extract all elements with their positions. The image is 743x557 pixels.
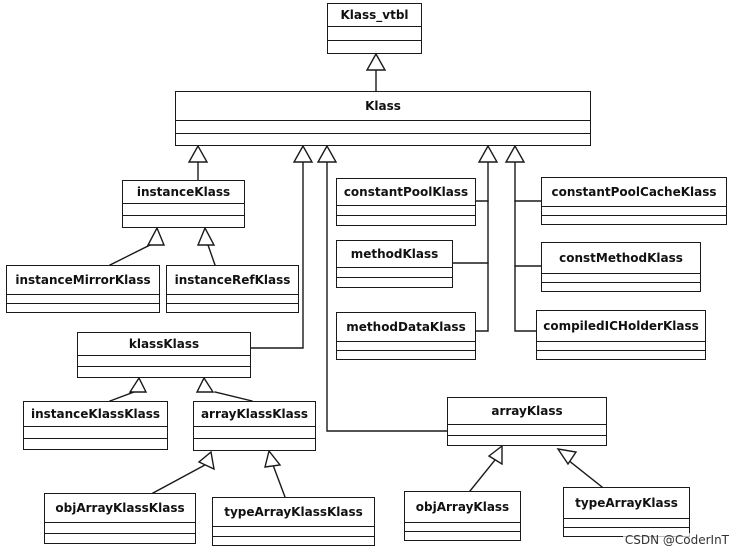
class-name: compiledICHolderKlass — [537, 311, 705, 342]
edge-mirror-to-instanceklass — [109, 244, 151, 266]
class-const-method-klass: constMethodKlass — [541, 242, 701, 292]
class-method-klass: methodKlass — [336, 240, 453, 288]
class-method-data-klass: methodDataKlass — [336, 312, 476, 360]
class-name: constMethodKlass — [542, 243, 700, 274]
arrow-typearrayklass — [556, 448, 578, 466]
arrow-left-bus — [477, 144, 499, 163]
edge-left-bus — [475, 200, 489, 332]
class-name: objArrayKlass — [405, 492, 520, 523]
class-name: Klass — [176, 92, 590, 121]
class-name: methodDataKlass — [337, 313, 475, 342]
class-name: arrayKlass — [448, 398, 606, 425]
edge-oak-to-arrayklass — [469, 459, 496, 492]
class-name: objArrayKlassKlass — [45, 494, 195, 523]
class-name: instanceMirrorKlass — [7, 266, 159, 295]
class-name: instanceRefKlass — [167, 266, 298, 295]
class-name: methodKlass — [337, 241, 452, 268]
class-array-klass-klass: arrayKlassKlass — [193, 401, 316, 451]
edge-tak-to-arrayklass — [567, 459, 603, 488]
arrow-right-bus — [504, 144, 526, 163]
class-name: typeArrayKlass — [564, 488, 689, 519]
arrow-objarrayklass — [487, 444, 503, 466]
arrow-instanceklass — [187, 144, 209, 163]
edge-klassklass-to-klass — [249, 161, 304, 349]
watermark: CSDN @CoderInT — [622, 533, 731, 547]
class-klass-klass: klassKlass — [77, 332, 251, 378]
class-type-array-klass-klass: typeArrayKlassKlass — [212, 497, 375, 546]
class-name: constantPoolKlass — [337, 179, 475, 206]
class-name: klassKlass — [78, 333, 250, 356]
class-compiled-ic-holder-klass: compiledICHolderKlass — [536, 310, 706, 360]
class-obj-array-klass-klass: objArrayKlassKlass — [44, 493, 196, 544]
edge-aklassklass-to-klassklass — [214, 391, 253, 402]
class-array-klass: arrayKlass — [447, 397, 607, 446]
arrow-instancemirror — [146, 226, 166, 246]
class-klass: Klass — [175, 91, 591, 146]
class-constant-pool-klass: constantPoolKlass — [336, 178, 476, 226]
edge-takk-to-akk — [272, 464, 286, 498]
arrow-aklassklass — [195, 376, 215, 393]
class-name: arrayKlassKlass — [194, 402, 315, 427]
edge-ref-to-instanceklass — [207, 244, 216, 266]
edge-arrayklass-to-klass — [326, 161, 448, 432]
arrow-instanceref — [196, 226, 216, 246]
class-type-array-klass: typeArrayKlass — [563, 487, 690, 537]
class-name: constantPoolCacheKlass — [542, 178, 726, 207]
class-instance-klass-klass: instanceKlassKlass — [23, 401, 168, 450]
class-name: typeArrayKlassKlass — [213, 498, 374, 527]
arrow-objarrayklassklass — [197, 450, 215, 471]
edge-iklassklass-to-klassklass — [109, 391, 135, 402]
class-constant-pool-cache-klass: constantPoolCacheKlass — [541, 177, 727, 225]
arrow-iklassklass — [128, 376, 148, 393]
arrow-klass-vtbl — [365, 52, 387, 71]
class-klass-vtbl: Klass_vtbl — [327, 3, 422, 54]
class-instance-ref-klass: instanceRefKlass — [166, 265, 299, 313]
arrow-klassklass — [292, 144, 314, 163]
arrow-arrayklass — [316, 144, 338, 163]
class-name: Klass_vtbl — [328, 4, 421, 27]
class-name: instanceKlassKlass — [24, 402, 167, 427]
class-instance-mirror-klass: instanceMirrorKlass — [6, 265, 160, 313]
class-instance-klass: instanceKlass — [122, 180, 245, 228]
class-obj-array-klass: objArrayKlass — [404, 491, 521, 541]
arrow-typearrayklassklass — [264, 449, 282, 468]
edge-oakk-to-akk — [152, 464, 206, 494]
class-name: instanceKlass — [123, 181, 244, 204]
